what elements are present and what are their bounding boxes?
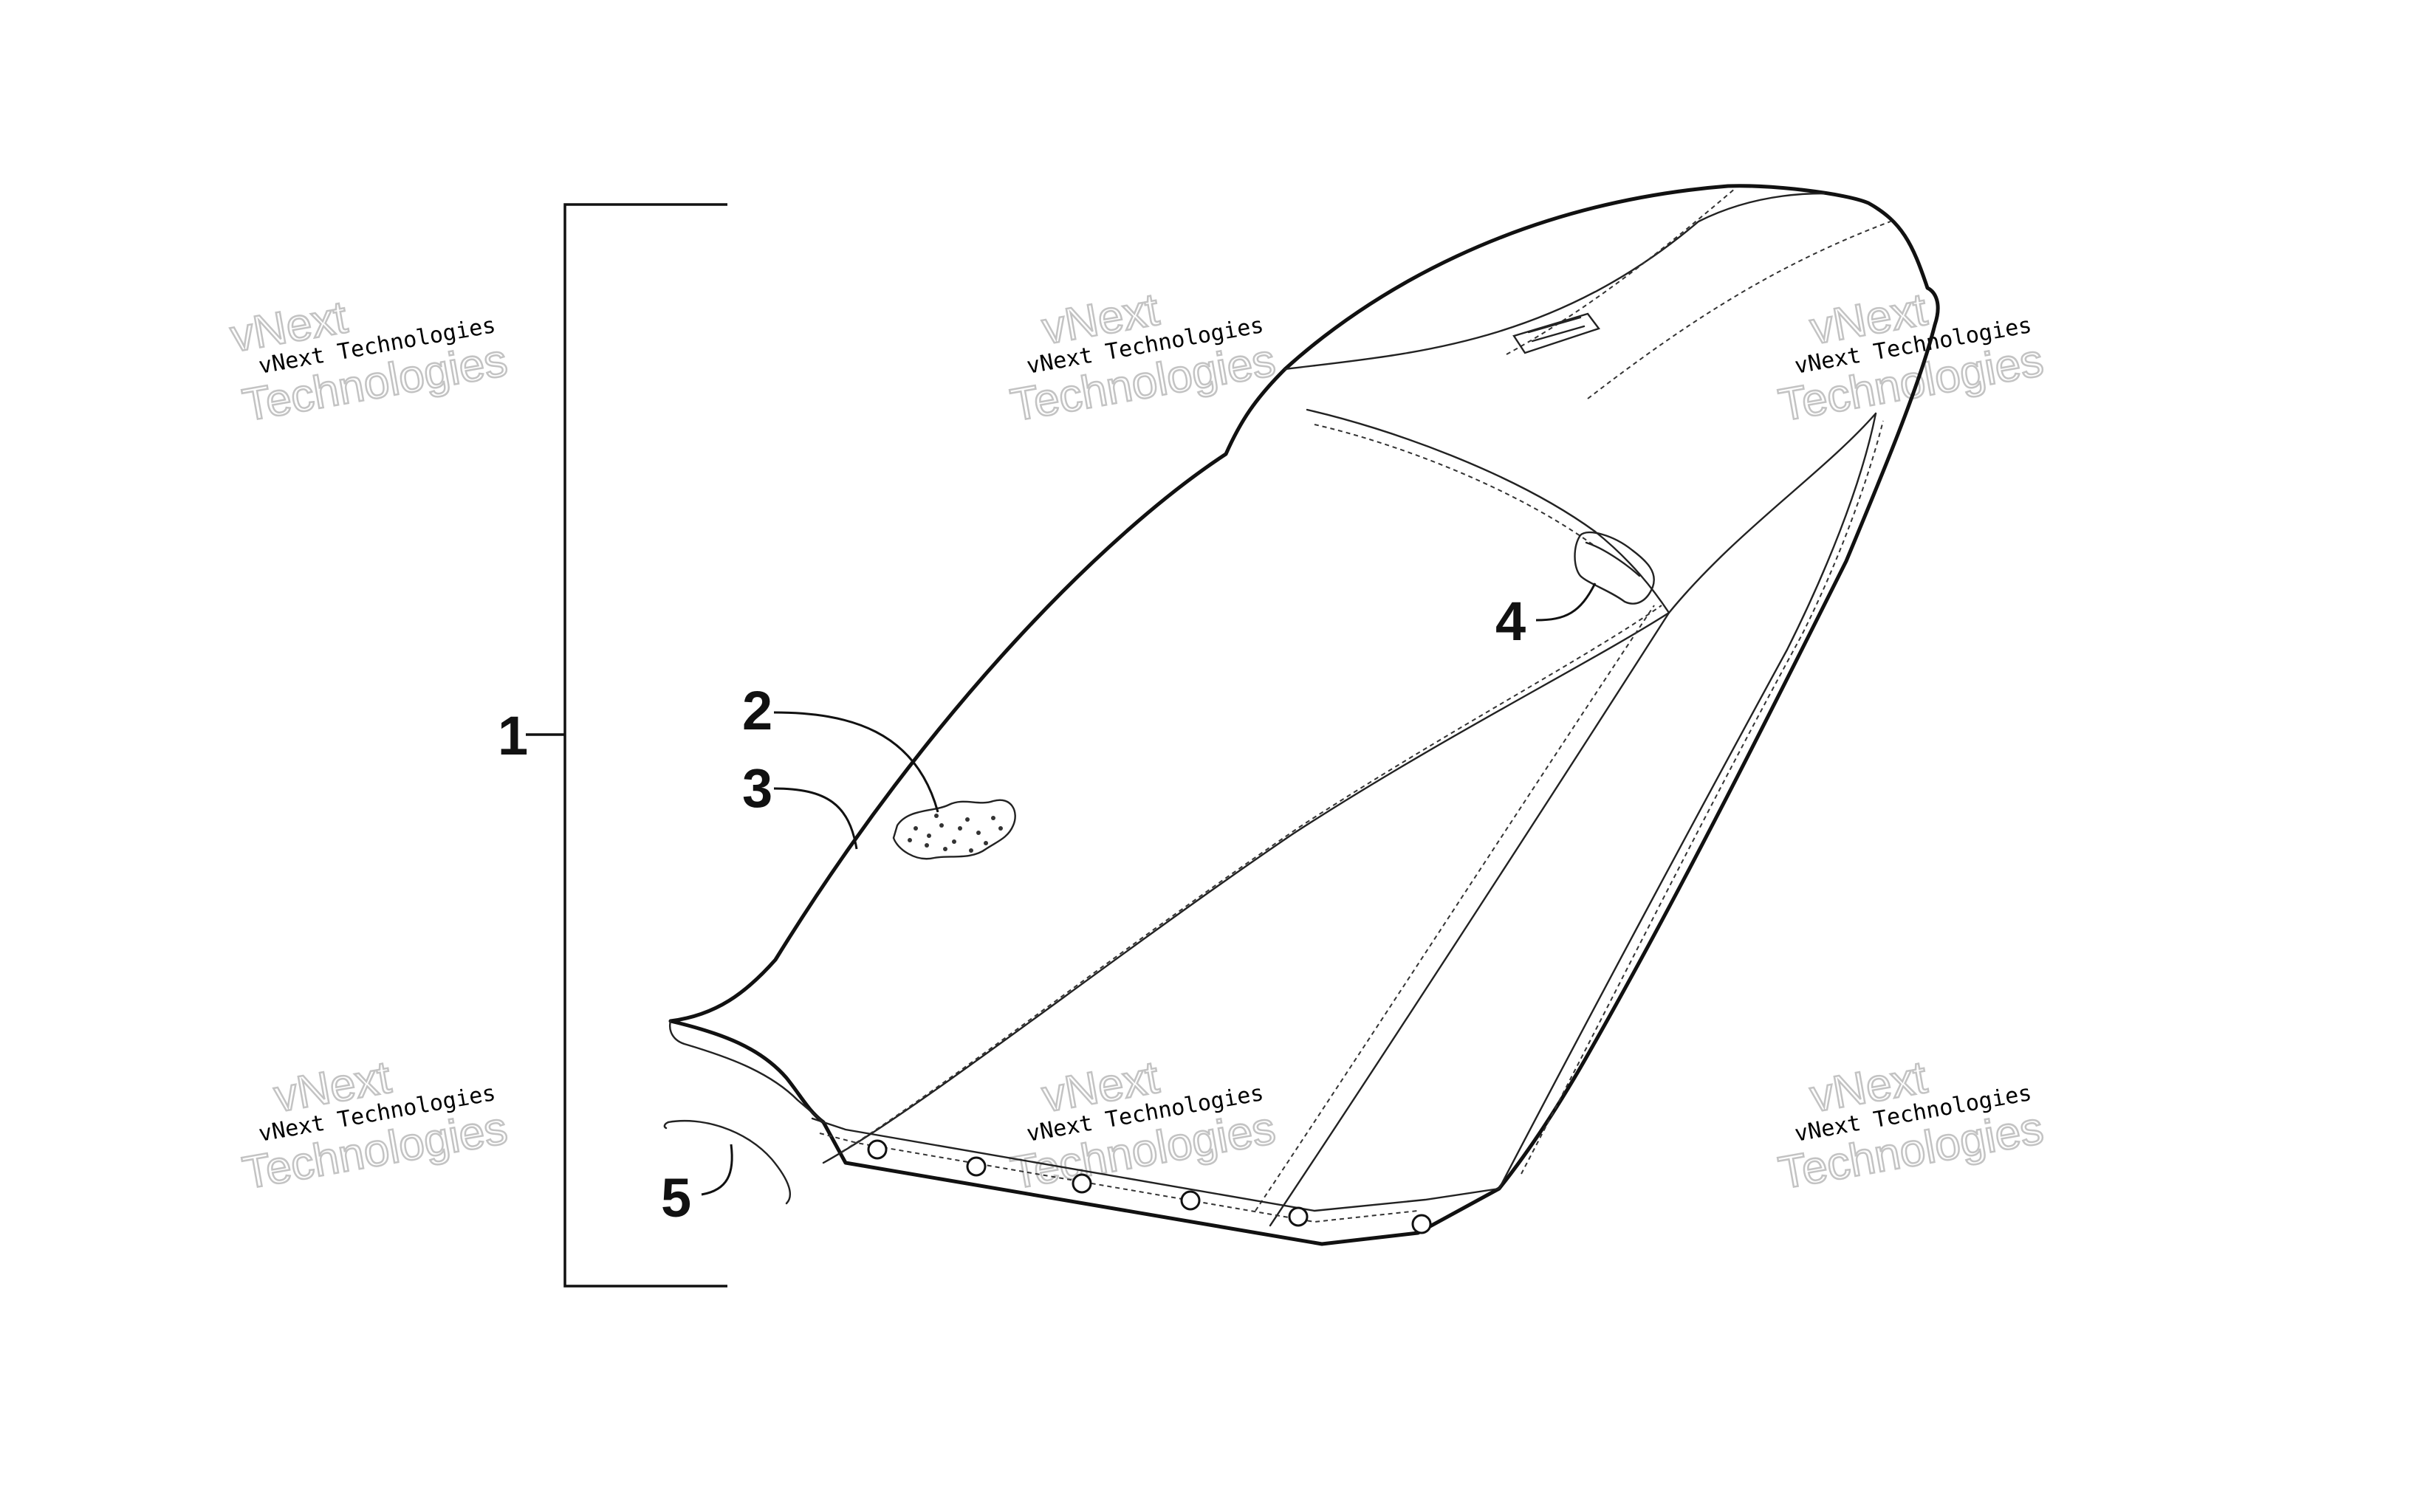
seat-front-lip [669,1020,825,1124]
side-seam-rear [1498,412,1877,1190]
rivet [1180,1190,1201,1211]
callout-2: 2 [742,680,772,741]
watermark-bottom-left: vNext vNext Technologies Technologies [238,1051,512,1200]
rear-panel-stitch [1506,188,1736,355]
side-stitch-mid [1255,605,1655,1212]
rivet [1288,1206,1309,1227]
rivet [867,1139,888,1160]
leader-4 [1535,583,1597,622]
callouts: 1 2 3 4 5 [498,591,1526,1228]
callout-4: 4 [1495,591,1526,652]
foam-patch-texture [908,814,1003,853]
side-seam-mid [1269,412,1877,1227]
seat-logo-plate [1512,312,1600,354]
rivet [966,1156,987,1177]
callout-3: 3 [742,757,772,819]
side-stitch-rear [1521,420,1884,1175]
seat-strap-inner [1585,541,1641,577]
leader-3 [773,787,858,850]
seat-skirt-band [811,1117,1501,1212]
retaining-clip-end [663,1121,670,1130]
skirt-rivets [867,1139,1432,1234]
side-stitch-lower [841,605,1662,1152]
callout-1: 1 [498,705,528,766]
watermark-top-left: vNext vNext Technologies Technologies [226,291,512,433]
rider-seat-stitch [1314,424,1596,547]
leader-2 [773,711,939,813]
watermark-bottom-right: vNext vNext Technologies Technologies [1774,1051,2048,1200]
bracket-line [563,203,727,1288]
seat-drawing [663,184,1940,1246]
assembly-bracket [526,203,727,1288]
side-seam-lower [822,611,1670,1164]
leader-5 [701,1144,733,1196]
callout-5: 5 [661,1167,691,1228]
seat-outline [668,184,1940,1246]
rear-panel-edge [1283,192,1826,371]
retaining-clip [667,1119,792,1205]
watermark-top-middle: vNext vNext Technologies Technologies [1006,283,1280,432]
watermark-top-right: vNext vNext Technologies Technologies [1774,283,2048,432]
rivet [1072,1173,1092,1194]
rider-seat-seam [1306,408,1670,614]
seat-strap [1574,531,1655,605]
rivet [1411,1214,1432,1234]
foam-patch [892,799,1016,860]
leader-lines [701,583,1597,1196]
rear-panel-stitch-2 [1587,221,1891,399]
